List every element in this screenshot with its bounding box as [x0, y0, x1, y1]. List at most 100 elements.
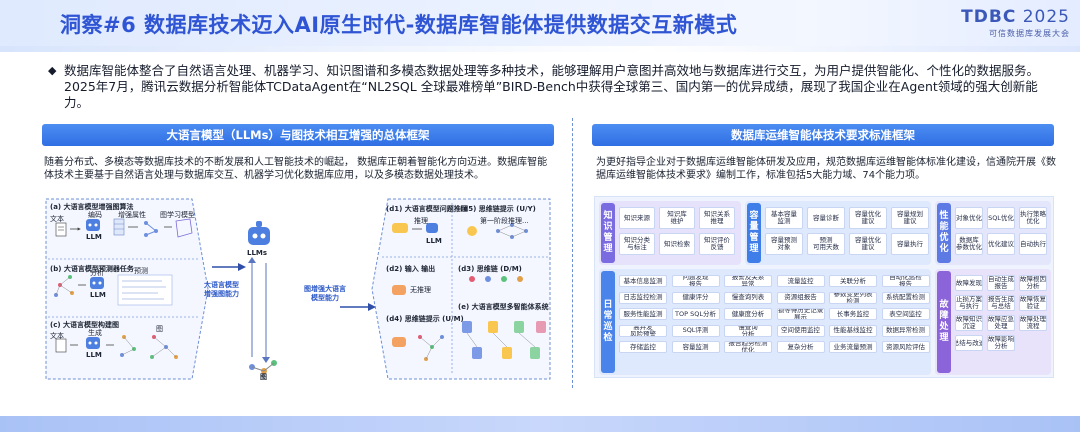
group-daily-label: 日常巡检	[601, 271, 615, 373]
right-panel-title: 数据库运维智能体技术要求标准框架	[592, 124, 1054, 146]
capability-item: 执行策略 优化	[1019, 207, 1047, 229]
capability-item: 表空间监控	[881, 308, 930, 320]
capability-item: 健康评分	[671, 291, 720, 304]
capability-item: 容量优化 建议	[849, 207, 887, 229]
diagram-b-predict: 预测	[134, 267, 148, 275]
capability-item: 知识评价 反馈	[699, 233, 735, 255]
capability-item: 故障影响 分析	[987, 335, 1015, 351]
diagram-c-title: (c) 大语言模型构建图	[50, 321, 119, 329]
capability-item: 慢查询 分析	[724, 324, 772, 337]
capability-item: 数据异常检测	[881, 324, 930, 337]
diagram-b-title: (b) 大语言模型预测器任务	[50, 265, 134, 273]
left-panel-description: 随着分布式、多模态等数据库技术的不断发展和人工智能技术的崛起， 数据库正朝着智能…	[44, 157, 548, 181]
capability-item: 预测 可用天数	[807, 233, 845, 255]
diagram-d4-title: (d4) 思维链提示 (U/M)	[386, 315, 464, 323]
capability-item: 故障处理 流程	[1019, 315, 1047, 331]
left-panel-title: 大语言模型（LLMs）与图技术相互增强的总体框架	[42, 124, 554, 146]
capability-item: 健康度分析	[724, 308, 772, 320]
diagram-d5-title: (d5) 思维链提示 (U/Y)	[460, 205, 536, 213]
capability-item: 容量诊断	[807, 207, 845, 229]
capability-item: 故障应急 处理	[987, 315, 1015, 331]
capability-item: TOP SQL分析	[671, 308, 720, 320]
intro-paragraph: ◆ 数据库智能体整合了自然语言处理、机器学习、知识图谱和多模态数据处理等多种技术…	[48, 63, 1048, 111]
center-graph-label: 图	[260, 373, 267, 381]
right-panel-description: 为更好指导企业对于数据库运维智能体研发及应用，规范数据库运维智能体标准化建设，信…	[596, 157, 1056, 181]
capability-item: 报告生成 与总结	[987, 295, 1015, 311]
capability-item: 服务性能监测	[619, 308, 667, 320]
capability-item: 知识关系 推理	[699, 207, 735, 229]
diagram-c-generate: 生成	[88, 329, 102, 337]
diagram-a-attr: 增强属性	[118, 211, 146, 219]
diagram-a-text: 文本	[50, 215, 64, 223]
capability-item: SQL评测	[671, 324, 720, 337]
capability-item: 高并发 风险预警	[619, 324, 667, 337]
capability-item: 报告趋势检测 优化	[724, 341, 772, 353]
capability-item: 问题发现 报告	[671, 275, 720, 287]
group-fault-label: 故障处理	[937, 271, 951, 373]
header-band	[0, 46, 1080, 52]
capability-item: 锁等待历史记录 展示	[776, 308, 825, 320]
capability-item: 自动执行	[1019, 233, 1047, 255]
brand-logo: TDBC 2025 可信数据库发展大会	[961, 7, 1070, 39]
capability-item: 容量执行	[891, 233, 929, 255]
capability-item: 知识检索	[659, 233, 695, 255]
diagram-c-text: 文本	[50, 332, 64, 340]
capability-item: 资源组报告	[776, 291, 825, 304]
capability-item: 复杂分析	[776, 341, 825, 353]
diagram-d5-question: 第一阶段推理...	[480, 217, 529, 225]
capability-item: 对象优化	[955, 207, 983, 229]
capability-item: 止损方案 与执行	[955, 295, 983, 311]
llm-graph-framework-diagram: (a) 大语言模型增强图算法 文本 编码 LLM 增强属性 图学习模型 (b) …	[42, 197, 554, 382]
capability-item: 资源风险评估	[881, 341, 930, 353]
group-capacity-label: 容量管理	[747, 203, 761, 263]
capability-item: 慢查询列表	[724, 291, 772, 304]
capability-item: 基本容量 监测	[765, 207, 803, 229]
capability-item: 参数变更列表 检测	[829, 291, 877, 304]
diagram-a-title: (a) 大语言模型增强图算法	[50, 203, 134, 211]
footer-bar	[0, 416, 1080, 432]
capability-item: SQL优化	[987, 207, 1015, 229]
capability-item: 报警及关系 异常	[724, 275, 772, 287]
label-llm-enhance-graph: 大语言模型 增强图能力	[204, 281, 239, 298]
capability-item: 优化建议	[987, 233, 1015, 255]
diagram-a-encode: 编码	[88, 211, 102, 219]
capability-item: 故障发现	[955, 275, 983, 291]
capability-item: 容量监测	[671, 341, 720, 353]
diagram-b-llm: LLM	[90, 291, 106, 299]
capability-item: 存储监控	[619, 341, 667, 353]
capability-item: 性能基线监控	[829, 324, 877, 337]
capability-item: 容量预测 对象	[765, 233, 803, 255]
diagram-a-graph-learn: 图学习模型	[160, 211, 195, 219]
brand-name: TDBC 2025	[961, 7, 1070, 27]
capability-item: 故障根因 分析	[1019, 275, 1047, 291]
framework-diagram-svg	[45, 198, 551, 380]
header-banner	[0, 0, 1080, 52]
capability-item: 总结与改进	[955, 335, 983, 351]
capability-item: 数据库 参数优化	[955, 233, 983, 255]
diagram-d1-llm: LLM	[426, 237, 442, 245]
diagram-d1-title: (d1) 大语言模型问题推理	[386, 205, 468, 213]
capability-item: 容量规划 建议	[891, 207, 929, 229]
capability-item: 自动生成 报告	[987, 275, 1015, 291]
capability-item: 流量监控	[776, 275, 825, 287]
capability-item: 日志监控检测	[619, 291, 667, 304]
capability-item: 故障知识 沉淀	[955, 315, 983, 331]
bullet-icon: ◆	[48, 64, 57, 77]
diagram-d2-none: 无推理	[410, 286, 431, 294]
diagram-c-llm: LLM	[86, 351, 102, 359]
group-performance-label: 性能优化	[937, 203, 951, 263]
diagram-b-analysis: 分析	[90, 269, 104, 277]
diagram-d3-title: (d3) 思维链 (D/M)	[458, 265, 522, 273]
capability-item: 基本信息监测	[619, 275, 667, 287]
diagram-c-graph: 图	[156, 325, 163, 333]
panel-divider	[572, 118, 573, 388]
label-graph-enhance-llm: 图增强大语言 模型能力	[304, 285, 346, 302]
diagram-e-title: (e) 大语言模型多智能体系统	[458, 303, 549, 311]
capability-item: 故障恢复 验证	[1019, 295, 1047, 311]
center-llms-label: LLMs	[247, 249, 268, 257]
capability-item: 容量优化 建议	[849, 233, 887, 255]
diagram-d2-title: (d2) 输入 输出	[386, 265, 436, 273]
capability-item: 系统配置检测	[881, 291, 930, 304]
capability-item: 业务流量预测	[829, 341, 877, 353]
capability-item: 知识来源	[619, 207, 655, 229]
